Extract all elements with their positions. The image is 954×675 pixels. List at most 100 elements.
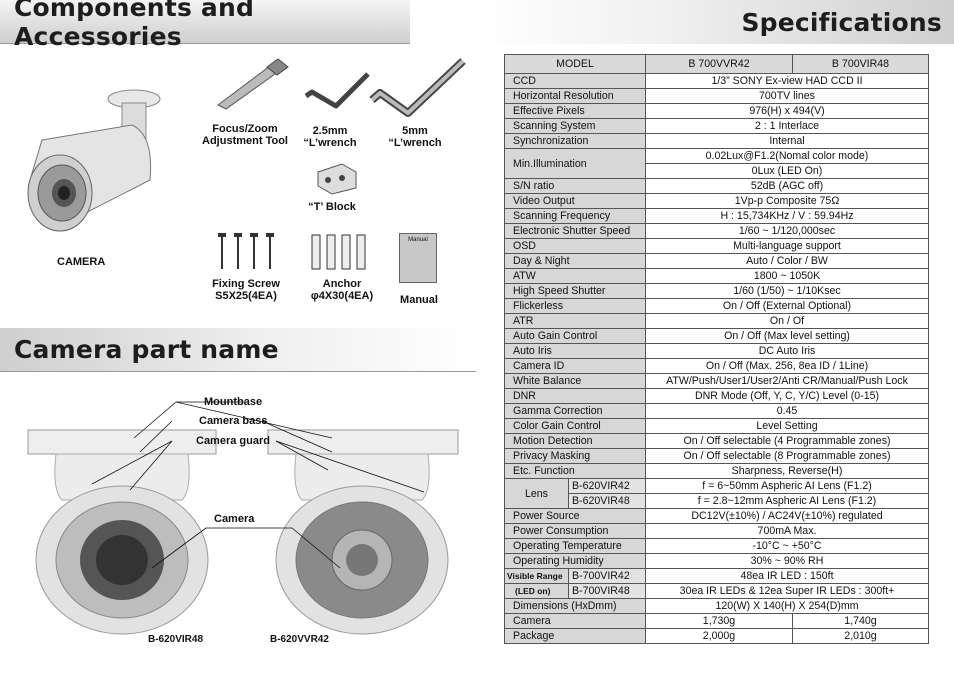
- focus-tool-icon: [217, 58, 289, 110]
- spec-label: Auto Iris: [504, 343, 646, 359]
- spec-value: 700TV lines: [645, 88, 929, 104]
- spec-value: 30ea IR LEDs & 12ea Super IR LEDs : 300f…: [645, 583, 929, 599]
- spec-value: 1Vp-p Composite 75Ω: [645, 193, 929, 209]
- model-right-label: B-620VVR42: [270, 634, 329, 645]
- table-header-row: MODEL B 700VVR42 B 700VIR48: [504, 54, 929, 74]
- spec-value: Level Setting: [645, 418, 929, 434]
- spec-value: On / Off selectable (4 Programmable zone…: [645, 433, 929, 449]
- spec-label: ATR: [504, 313, 646, 329]
- spec-label: Camera: [504, 613, 646, 629]
- spec-label: Privacy Masking: [504, 448, 646, 464]
- spec-value: 1/60 (1/50) ~ 1/10Ksec: [645, 283, 929, 299]
- spec-value: ATW/Push/User1/User2/Anti CR/Manual/Push…: [645, 373, 929, 389]
- components-title: Components and Accessories: [14, 0, 255, 51]
- spec-model: B-620VIR48: [568, 493, 646, 509]
- camera-part-diagram: [27, 401, 459, 635]
- spec-label: Color Gain Control: [504, 418, 646, 434]
- part-name-header: Camera part name: [0, 328, 476, 372]
- spec-value: 52dB (AGC off): [645, 178, 929, 194]
- spec-value: On / Off (Max level setting): [645, 328, 929, 344]
- spec-value: 1800 ~ 1050K: [645, 268, 929, 284]
- spec-value: 700mA Max.: [645, 523, 929, 539]
- spec-label: S/N ratio: [504, 178, 646, 194]
- spec-label: Flickerless: [504, 298, 646, 314]
- spec-label: CCD: [504, 73, 646, 89]
- spec-value: 976(H) x 494(V): [645, 103, 929, 119]
- spec-label: Package: [504, 628, 646, 644]
- spec-value: 1/3” SONY Ex-view HAD CCD II: [645, 73, 929, 89]
- spec-value: DC12V(±10%) / AC24V(±10%) regulated: [645, 508, 929, 524]
- spec-label: White Balance: [504, 373, 646, 389]
- spec-value: 1/60 ~ 1/120,000sec: [645, 223, 929, 239]
- spec-value: 30% ~ 90% RH: [645, 553, 929, 569]
- model-b: B 700VIR48: [792, 54, 929, 74]
- table-row: 0Lux (LED On): [505, 163, 929, 179]
- spec-value: 2,010g: [792, 628, 929, 644]
- spec-label: Electronic Shutter Speed: [504, 223, 646, 239]
- spec-label: (LED on): [504, 583, 569, 599]
- spec-value: 0.45: [645, 403, 929, 419]
- spec-label: Scanning System: [504, 118, 646, 134]
- mountbase-label: Mountbase: [204, 396, 263, 408]
- spec-value: Internal: [645, 133, 929, 149]
- spec-value: f = 2.8~12mm Aspheric AI Lens (F1.2): [645, 493, 929, 509]
- manual-label: Manual: [400, 294, 438, 306]
- spec-value: 2 : 1 Interlace: [645, 118, 929, 134]
- spec-value: 0Lux (LED On): [645, 163, 929, 179]
- wrench-2-5-label: 2.5mm“L’wrench: [303, 125, 357, 149]
- t-block-label: “T’ Block: [308, 201, 356, 213]
- spec-value: f = 6~50mm Aspheric AI Lens (F1.2): [645, 478, 929, 494]
- camera-label: CAMERA: [57, 256, 106, 268]
- spec-label: Camera ID: [504, 358, 646, 374]
- spec-label: Lens: [504, 478, 569, 509]
- spec-label: Motion Detection: [504, 433, 646, 449]
- spec-label: Horizontal Resolution: [504, 88, 646, 104]
- spec-value: On / Off selectable (8 Programmable zone…: [645, 448, 929, 464]
- spec-value: 1,740g: [792, 613, 929, 629]
- spec-value: 0.02Lux@F1.2(Nomal color mode): [645, 148, 929, 164]
- model-left-label: B-620VIR48: [148, 634, 204, 645]
- model-a: B 700VVR42: [645, 54, 793, 74]
- wrench-2-5-icon: [304, 72, 370, 109]
- spec-value: Auto / Color / BW: [645, 253, 929, 269]
- t-block-icon: [317, 163, 357, 195]
- spec-model: B-620VIR42: [568, 478, 646, 494]
- spec-label: Auto Gain Control: [504, 328, 646, 344]
- wrench-5-icon: [369, 58, 466, 117]
- spec-label: OSD: [504, 238, 646, 254]
- camera-bass-label: Camera bass: [199, 415, 268, 427]
- spec-label: Power Source: [504, 508, 646, 524]
- spec-label: Dimensions (HxDmm): [504, 598, 646, 614]
- spec-label: Operating Temperature: [504, 538, 646, 554]
- spec-value: Multi-language support: [645, 238, 929, 254]
- specifications-header: Specifications: [478, 0, 954, 44]
- table-row: Dimensions (HxDmm)120(W) X 140(H) X 254(…: [504, 598, 929, 614]
- spec-label: Gamma Correction: [504, 403, 646, 419]
- spec-value: On / Of: [645, 313, 929, 329]
- spec-label: Effective Pixels: [504, 103, 646, 119]
